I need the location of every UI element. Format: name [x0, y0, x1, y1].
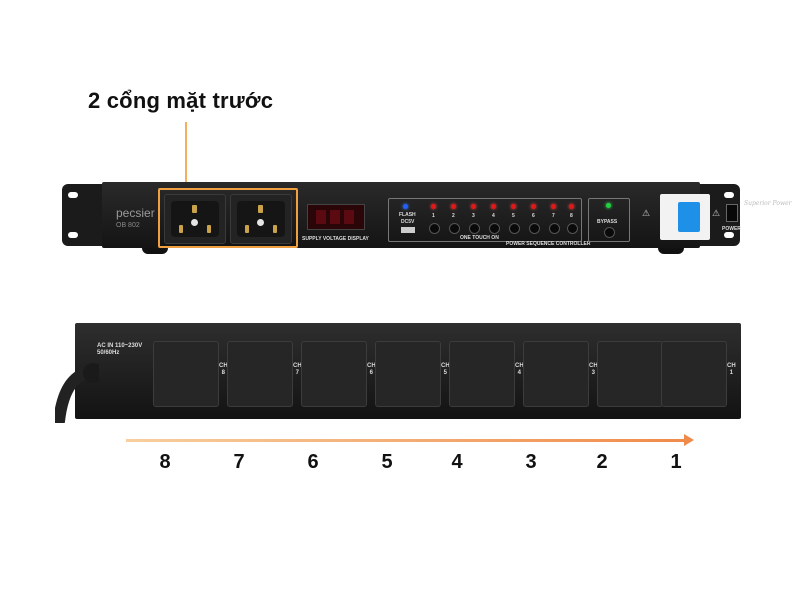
order-number: 3 [525, 451, 537, 473]
channel-number: 6 [532, 213, 535, 219]
channel-number: 5 [512, 213, 515, 219]
rear-outlet-ch5[interactable] [375, 341, 441, 407]
callout-line [185, 122, 187, 188]
order-number: 7 [233, 451, 245, 473]
brand-logo: pecsier [116, 206, 155, 220]
rear-outlet-ch8[interactable] [153, 341, 219, 407]
rear-outlet-ch3[interactable] [523, 341, 589, 407]
warning-icon: ⚠ [642, 208, 651, 218]
ac-input-voltage: AC IN 110~230V [97, 343, 143, 349]
bypass-label: BYPASS [597, 219, 618, 225]
channel-number: 7 [552, 213, 555, 219]
channel-button-4[interactable] [489, 223, 500, 234]
model-label: OB 802 [116, 222, 140, 229]
flash-led-icon [403, 204, 408, 209]
arrow-head-icon [684, 434, 694, 446]
bypass-led-icon [606, 203, 611, 208]
front-chassis: pecsier OB 802 SUPPLY VOLTAGE DISPLAY [102, 182, 792, 248]
power-switch[interactable] [726, 204, 738, 222]
left-rack-ear [62, 184, 108, 246]
front-outlets-caption: 2 cổng mặt trước [88, 88, 274, 113]
power-cable [55, 363, 99, 423]
sequence-controls: FLASH DC5V 1 2 3 4 5 6 7 8 [388, 198, 582, 242]
order-number: 1 [670, 451, 682, 473]
bypass-button[interactable] [604, 227, 615, 238]
order-number: 8 [159, 451, 171, 473]
rear-outlet-ch6[interactable] [301, 341, 367, 407]
order-number: 6 [307, 451, 319, 473]
rear-outlet-ch1[interactable] [661, 341, 727, 407]
channel-button-6[interactable] [529, 223, 540, 234]
channel-button-3[interactable] [469, 223, 480, 234]
front-outlet-2[interactable] [230, 194, 292, 244]
signature-logo: Superior Power [744, 200, 792, 207]
rear-outlet-ch2[interactable] [597, 341, 663, 407]
circuit-breaker[interactable] [660, 194, 710, 240]
order-number: 4 [451, 451, 463, 473]
ac-input-frequency: 50/60Hz [97, 350, 120, 356]
channel-number: 8 [570, 213, 573, 219]
rear-outlet-ch7[interactable] [227, 341, 293, 407]
front-outlet-1[interactable] [164, 194, 226, 244]
front-panel: pecsier OB 802 SUPPLY VOLTAGE DISPLAY [62, 180, 792, 254]
channel-number: 2 [452, 213, 455, 219]
rear-outlet-ch4[interactable] [449, 341, 515, 407]
foot [658, 246, 684, 254]
front-outlets-highlight [158, 188, 298, 248]
ac-input-label: AC IN 110~230V 50/60Hz [97, 343, 142, 357]
channel-button-1[interactable] [429, 223, 440, 234]
channel-button-5[interactable] [509, 223, 520, 234]
display-label: SUPPLY VOLTAGE DISPLAY [302, 236, 369, 242]
channel-number: 4 [492, 213, 495, 219]
order-number: 5 [381, 451, 393, 473]
one-touch-label: ONE TOUCH ON [460, 235, 499, 241]
sequence-arrow [126, 439, 688, 442]
power-label: POWER [722, 226, 741, 232]
channel-button-8[interactable] [567, 223, 578, 234]
channel-number: 3 [472, 213, 475, 219]
foot [142, 246, 168, 254]
bypass-control: BYPASS [588, 198, 630, 242]
channel-number: 1 [432, 213, 435, 219]
usb-port[interactable] [401, 227, 415, 233]
order-number: 2 [596, 451, 608, 473]
flash-label: FLASH [399, 212, 416, 218]
dc-label: DC5V [401, 219, 415, 225]
voltage-display [307, 204, 365, 230]
channel-button-2[interactable] [449, 223, 460, 234]
warning-icon: ⚠ [712, 208, 721, 218]
controller-label: POWER SEQUENCE CONTROLLER [506, 241, 591, 247]
channel-button-7[interactable] [549, 223, 560, 234]
